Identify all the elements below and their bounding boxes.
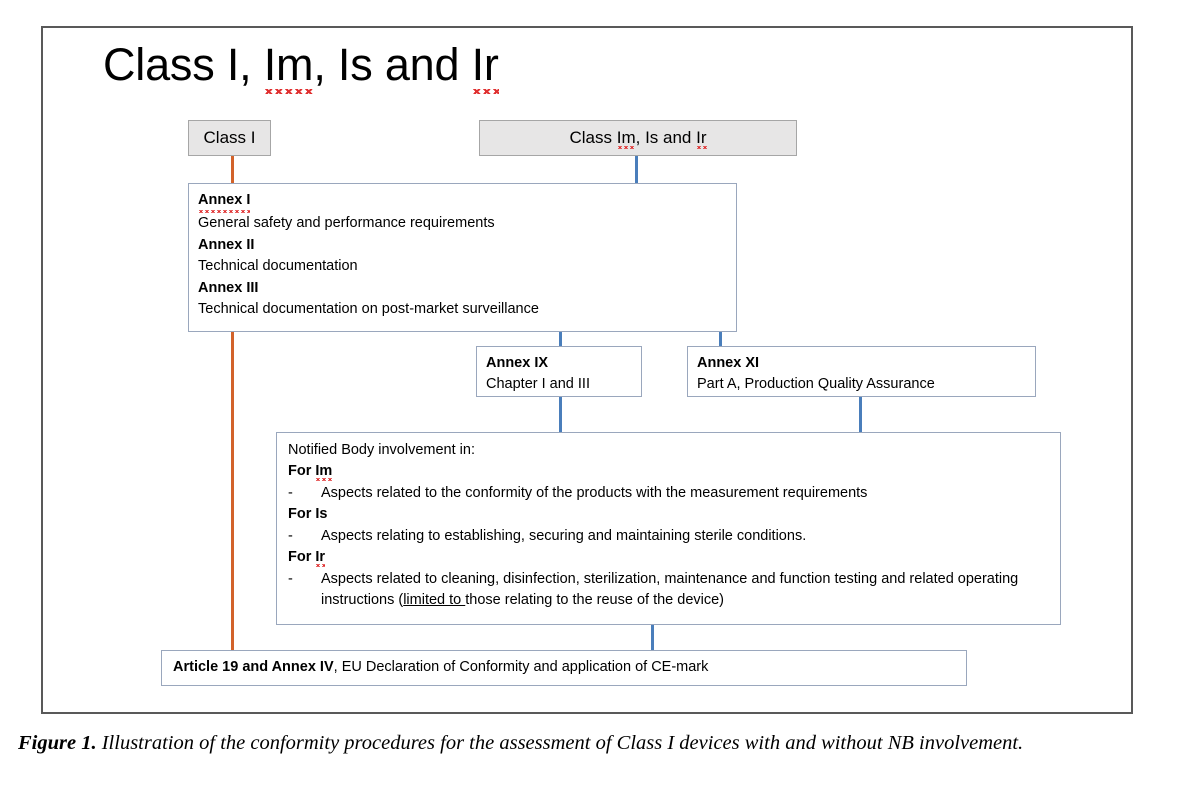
group-2-prefix: For <box>288 549 316 566</box>
bullet-text-2-line-b2: those relating to the reuse of the devic… <box>465 592 725 609</box>
node-annex-ix[interactable]: Annex IX Chapter I and III <box>476 346 642 397</box>
group-1-prefix: For <box>288 506 316 523</box>
connector-annex-xi-to-notified-body <box>859 397 862 433</box>
node-class-i-label: Class I <box>203 128 256 148</box>
annex-row-1-heading: Annex II <box>198 236 255 253</box>
flowchart-diagram: Class I, Im, Is and Ir Class I Class Im,… <box>43 28 1131 712</box>
declaration-bold-part: Article 19 and Annex IV <box>173 659 334 676</box>
group-2-code: Ir <box>315 549 326 566</box>
label-im: Im <box>616 128 636 148</box>
annex-xi-heading: Annex XI <box>697 355 760 371</box>
annex-row-1-detail: Technical documentation <box>198 258 358 275</box>
group-1-code: Is <box>315 506 328 523</box>
connector-notified-body-to-declaration <box>651 625 654 650</box>
group-0-prefix: For <box>288 463 316 480</box>
notified-body-group-1-heading: For Is <box>288 504 1049 525</box>
annex-row-2-heading: Annex III <box>198 279 259 296</box>
diagram-title: Class I, Im, Is and Ir <box>103 39 499 90</box>
connector-class-i-to-declaration <box>231 332 234 650</box>
notified-body-group-0-bullet: - Aspects related to the conformity of t… <box>288 483 1049 504</box>
bullet-dash-2: - <box>288 570 293 587</box>
annex-ix-heading: Annex IX <box>486 355 549 371</box>
label-prefix: Class <box>569 128 617 148</box>
notified-body-group-0-heading: For Im <box>288 461 1049 482</box>
annex-row-0-detail: General safety and performance requireme… <box>198 215 495 232</box>
title-part-ir: Ir <box>471 39 499 94</box>
annex-row-0-heading: Annex I <box>198 190 251 213</box>
connector-annex-ix-to-notified-body <box>559 397 562 433</box>
figure-caption-text: Illustration of the conformity procedure… <box>96 732 1024 754</box>
bullet-text-0: Aspects related to the conformity of the… <box>321 484 868 501</box>
declaration-rest: , EU Declaration of Conformity and appli… <box>333 659 709 676</box>
figure-caption-label: Figure 1. <box>18 732 97 754</box>
label-mid: , Is and <box>635 128 697 148</box>
figure-frame: Class I, Im, Is and Ir Class I Class Im,… <box>41 26 1133 714</box>
node-declaration[interactable]: Article 19 and Annex IV, EU Declaration … <box>161 650 967 686</box>
node-class-i[interactable]: Class I <box>188 120 271 156</box>
annex-ix-detail: Chapter I and III <box>486 376 590 393</box>
title-part-mid: , Is and <box>313 39 472 90</box>
figure-caption: Figure 1. Illustration of the conformity… <box>18 728 1166 760</box>
bullet-text-2-line-a: Aspects related to cleaning, disinfectio… <box>321 570 906 587</box>
notified-body-group-2-bullet: - Aspects related to cleaning, disinfect… <box>288 569 1049 612</box>
bullet-text-2-underlined: limited to <box>403 592 466 609</box>
bullet-text-2-line-b1: related operating instructions ( <box>321 570 1019 609</box>
annex-xi-detail: Part A, Production Quality Assurance <box>697 376 935 393</box>
annex-row-2-detail: Technical documentation on post-market s… <box>198 301 539 318</box>
node-notified-body[interactable]: Notified Body involvement in: For Im - A… <box>276 432 1061 625</box>
label-ir: Ir <box>696 128 707 148</box>
notified-body-intro: Notified Body involvement in: <box>288 442 475 458</box>
bullet-text-2: Aspects related to cleaning, disinfectio… <box>321 569 1049 612</box>
notified-body-group-1-bullet: - Aspects relating to establishing, secu… <box>288 526 1049 547</box>
bullet-dash-1: - <box>288 527 293 544</box>
group-0-code: Im <box>315 463 333 480</box>
node-class-group-label: Class Im, Is and Ir <box>570 125 707 150</box>
notified-body-group-2-heading: For Ir <box>288 547 1049 568</box>
node-annex-xi[interactable]: Annex XI Part A, Production Quality Assu… <box>687 346 1036 397</box>
title-part-im: Im <box>263 39 314 94</box>
bullet-dash-0: - <box>288 484 293 501</box>
title-part-prefix: Class I, <box>103 39 264 90</box>
node-class-im-is-ir[interactable]: Class Im, Is and Ir <box>479 120 797 156</box>
node-annexes[interactable]: Annex I General safety and performance r… <box>188 183 737 332</box>
bullet-text-1: Aspects relating to establishing, securi… <box>321 527 807 544</box>
